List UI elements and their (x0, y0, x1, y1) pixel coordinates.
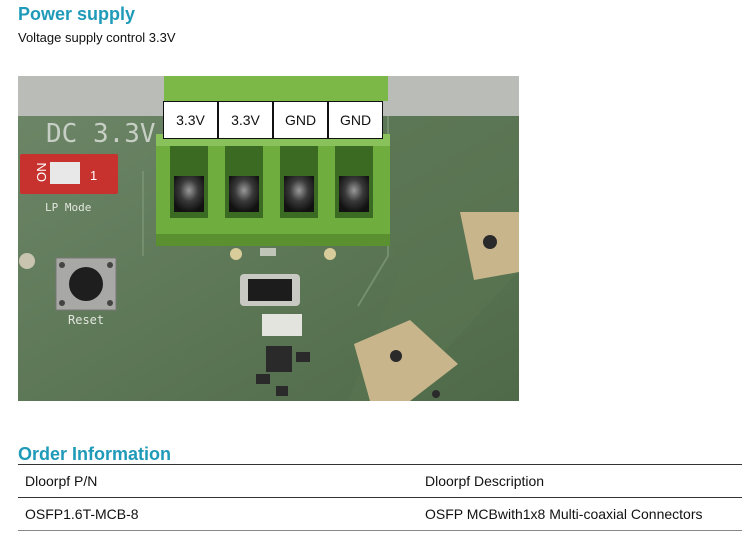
terminal-label-3: GND (273, 101, 328, 139)
reset-button-photo (19, 253, 117, 311)
power-supply-heading: Power supply (18, 4, 136, 24)
table-row: OSFP1.6T-MCB-8 OSFP MCBwith1x8 Multi-coa… (18, 498, 742, 531)
switch-number-label: 1 (90, 168, 97, 183)
column-header-description: Dloorpf Description (425, 473, 545, 489)
table-header-row: Dloorpf P/N Dloorpf Description (18, 464, 742, 498)
cell-description: OSFP MCBwith1x8 Multi-coaxial Connectors (425, 506, 703, 522)
terminal-block (156, 76, 390, 246)
order-table: Dloorpf P/N Dloorpf Description OSFP1.6T… (18, 464, 742, 531)
cell-part-number: OSFP1.6T-MCB-8 (25, 506, 139, 522)
terminal-label-4: GND (328, 101, 383, 139)
terminal-label-2: 3.3V (218, 101, 273, 139)
switch-on-label: ON (34, 163, 49, 183)
power-supply-subtitle: Voltage supply control 3.3V (18, 30, 176, 45)
column-header-part-number: Dloorpf P/N (25, 473, 98, 489)
reset-label: Reset (68, 313, 104, 327)
board-silkscreen-text: DC 3.3V (46, 119, 156, 149)
lp-mode-label: LP Mode (45, 201, 91, 214)
terminal-label-1: 3.3V (163, 101, 218, 139)
dip-switch: ON 1 (20, 154, 118, 194)
order-information-heading: Order Information (18, 444, 172, 464)
mounting-pads (354, 212, 519, 401)
